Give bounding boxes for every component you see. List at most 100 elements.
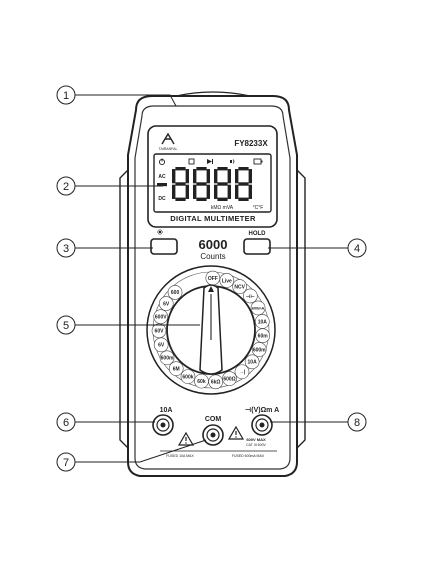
dial-position-label: 600m: [161, 356, 174, 362]
dial-position: 6kΩ: [209, 375, 223, 389]
lcd-segment: [207, 185, 210, 199]
lcd-segment: [217, 182, 227, 185]
dial-position: →|: [235, 365, 249, 379]
lcd-digits: [172, 167, 252, 201]
lcd-units-label: kMΩ mVA: [211, 205, 234, 211]
dial-position-label: 60V: [155, 329, 165, 335]
jack-com-label: COM: [205, 416, 222, 423]
diode-indicator-icon: [207, 159, 213, 164]
lcd-segment: [193, 185, 196, 199]
dial-position: 600: [168, 285, 182, 299]
hold-indicator-icon: [189, 159, 194, 164]
dial-position: NCV: [233, 280, 247, 294]
dial-position: 10A: [255, 314, 269, 328]
lcd-segment: [249, 169, 252, 183]
jack-com[interactable]: [203, 425, 223, 445]
callout-8: 8: [270, 413, 366, 431]
hold-label: HOLD: [249, 231, 267, 237]
dial-position-label: 10A: [248, 360, 258, 366]
lcd-segment: [238, 182, 248, 185]
lcd-segment: [196, 198, 206, 201]
dial-position-label: →|: [239, 370, 246, 376]
lcd-segment: [228, 185, 231, 199]
backlight-button[interactable]: [151, 239, 177, 254]
dial-position-label: Live: [222, 278, 232, 284]
meter-title: DIGITAL MULTIMETER: [170, 214, 256, 223]
dial-position-label: 6V: [158, 343, 165, 349]
dial-position-label: 60m: [258, 333, 269, 339]
hold-button[interactable]: [244, 239, 270, 254]
fuse-right-label: FUSED 600mA MAX: [232, 454, 265, 458]
dial-position: 6V: [159, 297, 173, 311]
battery-indicator-icon: [254, 159, 263, 164]
dial-position: 6V: [154, 338, 168, 352]
lcd-segment: [217, 198, 227, 201]
lcd-segment: [217, 167, 227, 170]
lcd-segment: [175, 167, 185, 170]
dial-position: 600Ω: [223, 372, 237, 386]
lcd-dc-label: DC: [158, 196, 166, 202]
lcd-segment: [238, 198, 248, 201]
svg-text:1: 1: [63, 90, 69, 102]
dial-position-label: 10A: [258, 319, 268, 325]
jack-10a-label: 10A: [160, 407, 173, 414]
dial-position: 600V: [154, 310, 168, 324]
callout-2: 2: [57, 177, 163, 195]
callout-3: 3: [57, 239, 153, 257]
warning-icon: [179, 433, 193, 445]
jack-vohm-label: ⊣(V)Ωm A: [245, 407, 279, 414]
dial-position: Live: [220, 273, 234, 287]
svg-text:6: 6: [63, 417, 69, 429]
dial-position-label: 6kΩ: [211, 380, 221, 386]
dial-position-label: 600m: [253, 347, 266, 353]
lcd-segment: [196, 182, 206, 185]
model-label: FY8233X: [234, 139, 268, 148]
lcd-segment: [235, 169, 238, 183]
dial-position-label: 600k: [182, 374, 193, 380]
right-grip: [297, 170, 305, 448]
dial-position-label: 6V: [163, 301, 170, 307]
svg-text:8: 8: [354, 417, 360, 429]
callout-6: 6: [57, 413, 155, 431]
jack-10a[interactable]: [153, 415, 173, 435]
left-grip: [120, 170, 128, 448]
dial-position: 60V: [152, 324, 166, 338]
dial-position-label: OFF: [208, 276, 218, 282]
lcd-segment: [175, 198, 185, 201]
lcd-ac-label: AC: [158, 174, 166, 180]
dial-position-label: ⊣⊢: [246, 294, 256, 300]
svg-text:3: 3: [63, 243, 69, 255]
dial-position: 60m: [256, 329, 270, 343]
dial-position-label: 6M: [173, 366, 180, 372]
dial-position: 600m: [160, 351, 174, 365]
dial-position-label: 600Ω: [223, 376, 235, 382]
dial-position: 600mA: [251, 301, 265, 315]
dial-position: 600m: [252, 342, 266, 356]
cat-rating-label: 600V MAX: [246, 437, 266, 442]
lcd-segment: [175, 182, 185, 185]
backlight-icon: [157, 229, 163, 235]
dial-position: OFF: [206, 271, 220, 285]
dial-position: 600k: [181, 370, 195, 384]
lcd-segment: [235, 185, 238, 199]
dial-position-label: NCV: [234, 284, 245, 290]
lcd-segment: [193, 169, 196, 183]
lcd-segment: [214, 169, 217, 183]
dial-position-label: 600: [171, 290, 180, 296]
svg-text:5: 5: [63, 320, 69, 332]
lcd-segment: [186, 169, 189, 183]
jack-vohm[interactable]: [252, 415, 272, 435]
dial-position: 60k: [194, 374, 208, 388]
lcd-segment: [207, 169, 210, 183]
counts-label: Counts: [200, 252, 225, 261]
dial-position-label: 60k: [197, 379, 206, 385]
svg-text:7: 7: [63, 457, 69, 469]
counts-value: 6000: [199, 237, 228, 252]
buzzer-indicator-icon: [230, 160, 234, 164]
lcd-segment: [249, 185, 252, 199]
svg-text:4: 4: [354, 243, 360, 255]
warning-icon: [229, 427, 243, 439]
lcd-segment: [228, 169, 231, 183]
power-icon: [159, 158, 164, 164]
